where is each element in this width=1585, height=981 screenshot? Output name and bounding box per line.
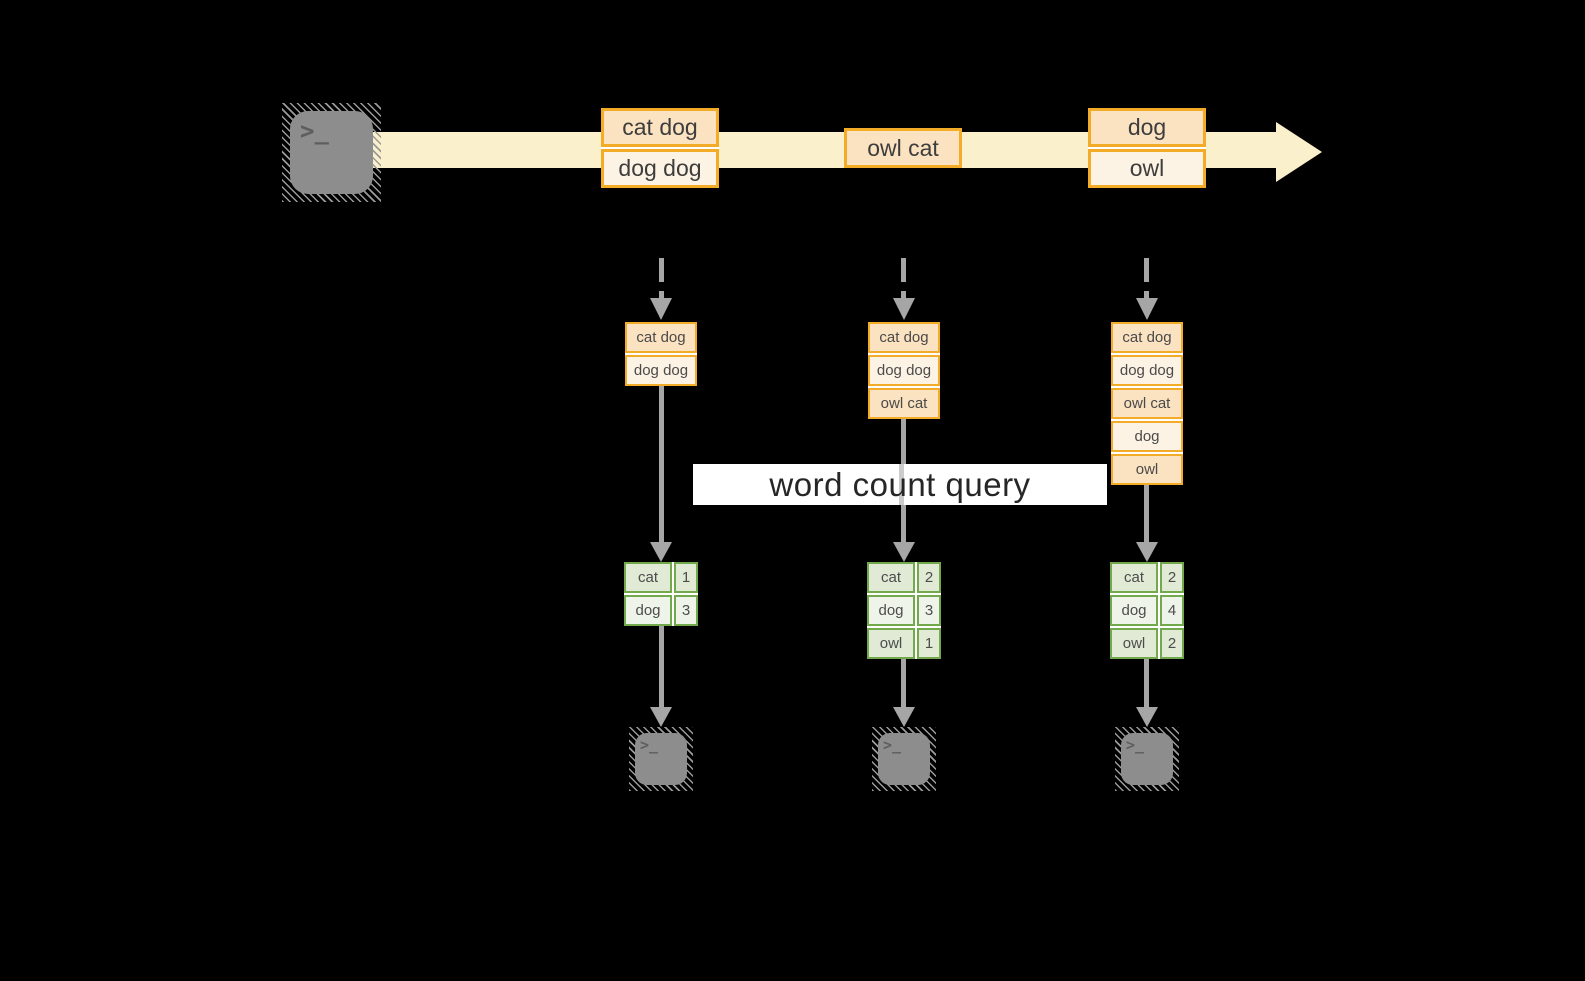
state-stack-1: cat dog dog dog bbox=[625, 322, 697, 386]
count-value-cell: 2 bbox=[917, 562, 941, 593]
output-arrow-head-1 bbox=[650, 707, 672, 727]
table-row: owl 2 bbox=[1110, 628, 1184, 659]
stream-record-line: dog dog bbox=[601, 149, 719, 188]
state-stack-3: cat dog dog dog owl cat dog owl bbox=[1111, 322, 1183, 485]
output-arrow-head-2 bbox=[893, 707, 915, 727]
count-value-cell: 1 bbox=[917, 628, 941, 659]
output-terminal-icon-3: >_ bbox=[1115, 727, 1179, 791]
query-arrow-line-3 bbox=[1144, 485, 1149, 542]
state-cell: cat dog bbox=[1111, 322, 1183, 353]
count-word-cell: dog bbox=[867, 595, 915, 626]
terminal-prompt-icon: >_ bbox=[640, 736, 659, 754]
output-terminal-icon-2: >_ bbox=[872, 727, 936, 791]
ingest-arrow-head-3 bbox=[1136, 298, 1158, 320]
count-table-2: cat 2 dog 3 owl 1 bbox=[867, 562, 941, 659]
output-arrow-head-3 bbox=[1136, 707, 1158, 727]
query-arrow-head-1 bbox=[650, 542, 672, 562]
count-value-cell: 4 bbox=[1160, 595, 1184, 626]
query-arrow-line-1 bbox=[659, 386, 664, 542]
count-word-cell: dog bbox=[624, 595, 672, 626]
stream-record-1: cat dog dog dog bbox=[601, 108, 719, 188]
terminal-body bbox=[635, 733, 687, 785]
count-value-cell: 3 bbox=[917, 595, 941, 626]
count-word-cell: dog bbox=[1110, 595, 1158, 626]
count-word-cell: cat bbox=[624, 562, 672, 593]
query-arrow-head-3 bbox=[1136, 542, 1158, 562]
source-terminal-icon: >_ bbox=[282, 103, 381, 202]
state-cell: dog dog bbox=[1111, 355, 1183, 386]
stream-record-2: owl cat bbox=[844, 128, 962, 168]
count-value-cell: 2 bbox=[1160, 628, 1184, 659]
ingest-arrow-line-2 bbox=[901, 258, 906, 300]
terminal-body bbox=[878, 733, 930, 785]
count-value-cell: 1 bbox=[674, 562, 698, 593]
count-value-cell: 3 bbox=[674, 595, 698, 626]
count-table-1: cat 1 dog 3 bbox=[624, 562, 698, 626]
state-cell: owl cat bbox=[868, 388, 940, 419]
stream-record-line: owl cat bbox=[844, 128, 962, 168]
count-word-cell: cat bbox=[1110, 562, 1158, 593]
table-row: cat 1 bbox=[624, 562, 698, 593]
stream-arrow-head-icon bbox=[1276, 122, 1322, 182]
output-arrow-line-2 bbox=[901, 659, 906, 707]
ingest-arrow-head-1 bbox=[650, 298, 672, 320]
terminal-prompt-icon: >_ bbox=[883, 736, 902, 754]
state-cell: owl cat bbox=[1111, 388, 1183, 419]
stream-record-line: dog bbox=[1088, 108, 1206, 147]
count-value-cell: 2 bbox=[1160, 562, 1184, 593]
table-row: dog 3 bbox=[624, 595, 698, 626]
table-row: cat 2 bbox=[1110, 562, 1184, 593]
query-arrow-head-2 bbox=[893, 542, 915, 562]
table-row: cat 2 bbox=[867, 562, 941, 593]
terminal-prompt-icon: >_ bbox=[300, 117, 329, 145]
table-row: owl 1 bbox=[867, 628, 941, 659]
output-arrow-line-3 bbox=[1144, 659, 1149, 707]
state-cell: cat dog bbox=[868, 322, 940, 353]
query-label: word count query bbox=[769, 465, 1031, 503]
count-word-cell: owl bbox=[867, 628, 915, 659]
table-row: dog 4 bbox=[1110, 595, 1184, 626]
ingest-arrow-line-1 bbox=[659, 258, 664, 300]
terminal-body bbox=[290, 111, 373, 194]
count-table-3: cat 2 dog 4 owl 2 bbox=[1110, 562, 1184, 659]
state-cell: dog bbox=[1111, 421, 1183, 452]
state-stack-2: cat dog dog dog owl cat bbox=[868, 322, 940, 419]
terminal-body bbox=[1121, 733, 1173, 785]
query-label-box: word count query bbox=[693, 464, 1107, 505]
stream-record-line: owl bbox=[1088, 149, 1206, 188]
count-word-cell: owl bbox=[1110, 628, 1158, 659]
table-row: dog 3 bbox=[867, 595, 941, 626]
stream-record-3: dog owl bbox=[1088, 108, 1206, 188]
state-cell: owl bbox=[1111, 454, 1183, 485]
count-word-cell: cat bbox=[867, 562, 915, 593]
state-cell: dog dog bbox=[868, 355, 940, 386]
output-arrow-line-1 bbox=[659, 626, 664, 707]
ingest-arrow-head-2 bbox=[893, 298, 915, 320]
arrow-through-label-line bbox=[899, 464, 904, 505]
state-cell: dog dog bbox=[625, 355, 697, 386]
state-cell: cat dog bbox=[625, 322, 697, 353]
output-terminal-icon-1: >_ bbox=[629, 727, 693, 791]
terminal-prompt-icon: >_ bbox=[1126, 736, 1145, 754]
stream-record-line: cat dog bbox=[601, 108, 719, 147]
ingest-arrow-line-3 bbox=[1144, 258, 1149, 300]
